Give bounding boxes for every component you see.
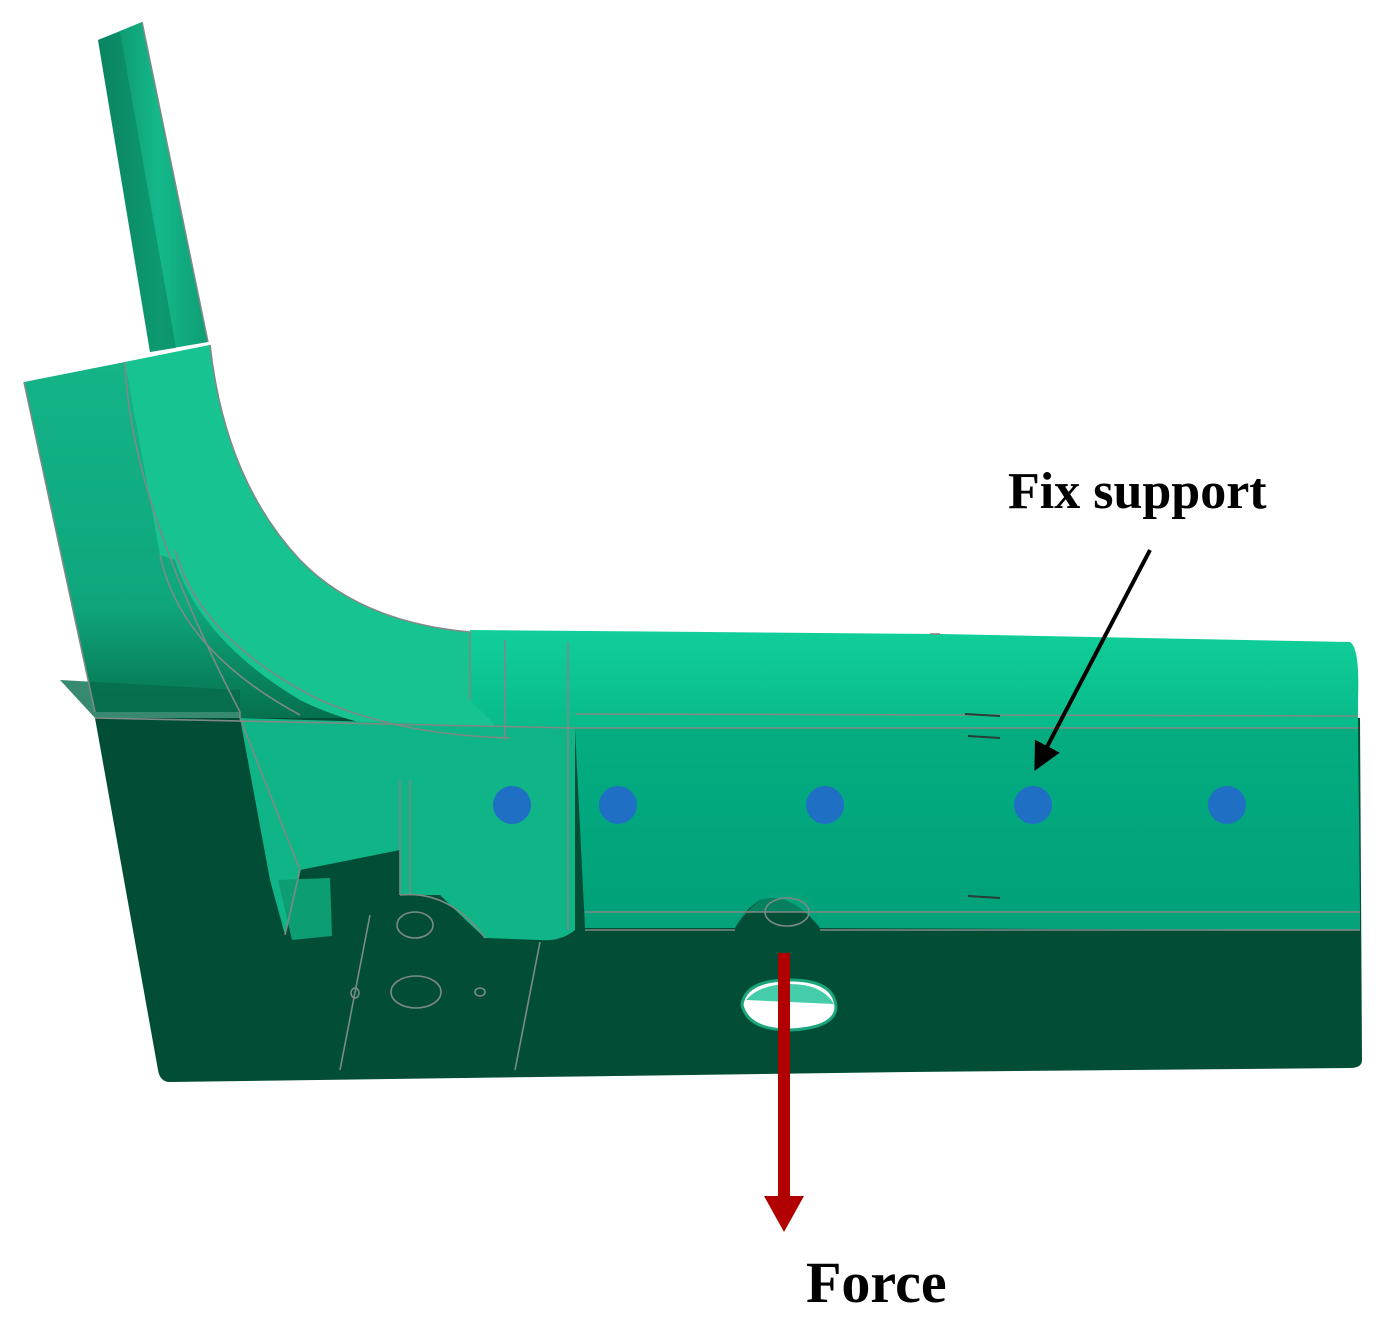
notch-marks — [964, 713, 1001, 899]
fix-support-annotation: Fix support — [1008, 463, 1267, 771]
left-shadow-band — [60, 680, 240, 718]
force-annotation: Force — [764, 953, 947, 1315]
fix-support-label: Fix support — [1008, 463, 1267, 520]
edge-lines — [23, 344, 1360, 1071]
curved-bracket — [125, 345, 510, 740]
top-flange — [470, 630, 1359, 740]
main-face — [575, 728, 1360, 930]
vehicle-rail-part — [23, 21, 1362, 1082]
force-arrow-shaft — [778, 953, 790, 1201]
fix-support-arrow — [1034, 549, 1152, 771]
support-dot — [493, 786, 531, 824]
fix-support-points — [493, 786, 1246, 824]
lower-flange-strip — [585, 890, 1360, 930]
lower-left-tab — [278, 878, 332, 940]
support-dot — [1208, 786, 1246, 824]
plate-holes — [350, 897, 810, 1009]
support-dot — [806, 786, 844, 824]
force-arrow-head — [764, 1196, 804, 1232]
force-label: Force — [806, 1250, 947, 1315]
pillar-stub-face — [98, 32, 176, 352]
support-dot — [1014, 786, 1052, 824]
support-dot — [599, 786, 637, 824]
lower-left-plate — [240, 718, 575, 941]
